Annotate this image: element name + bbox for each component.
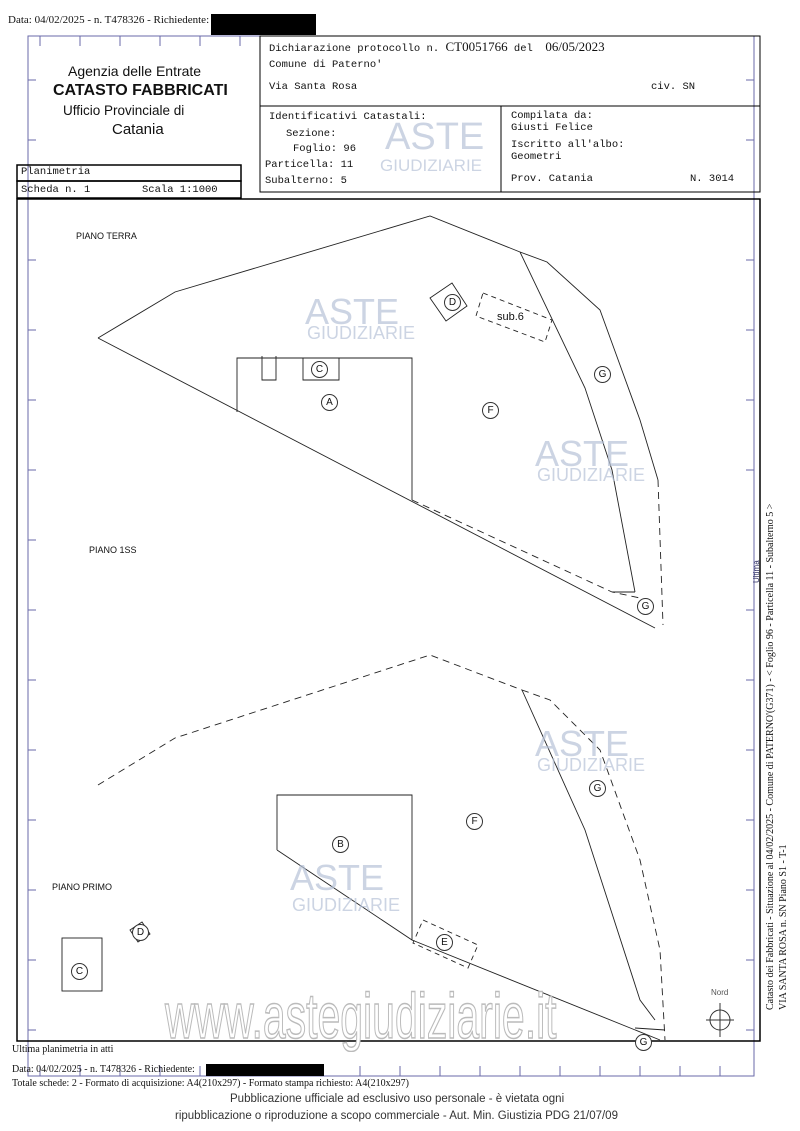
room-label-d-2: D	[132, 924, 149, 941]
watermark-giudiziarie: GIUDIZIARIE	[380, 156, 483, 175]
provincia: Catania	[112, 121, 164, 138]
watermark-aste: ASTE	[385, 116, 485, 158]
room-label-g-4: G	[635, 1034, 652, 1051]
piano-1ss-label: PIANO 1SS	[89, 545, 137, 555]
nord-label: Nord	[711, 988, 729, 997]
scheda: Scheda n. 1	[21, 184, 91, 196]
subalterno: Subalterno: 5	[265, 175, 347, 187]
watermark-site: www.astegiudiziarie.it	[165, 980, 558, 1052]
room-label-d: D	[444, 294, 461, 311]
sezione: Sezione:	[286, 128, 337, 140]
piano-terra-label: PIANO TERRA	[76, 231, 137, 241]
side-info-line1: Catasto dei Fabbricati - Situazione al 0…	[765, 503, 776, 1010]
scala: Scala 1:1000	[142, 184, 218, 196]
dichiarazione-label: Dichiarazione protocollo n. CT0051766 de…	[269, 39, 605, 55]
protocollo-number: CT0051766	[445, 39, 508, 54]
room-label-g-2: G	[637, 598, 654, 615]
watermark-aste-5: ASTE	[290, 857, 385, 898]
publication-notice-2: ripubblicazione o riproduzione a scopo c…	[175, 1110, 618, 1122]
watermark-giudiziarie-2: GIUDIZIARIE	[307, 323, 416, 343]
via: Via Santa Rosa	[269, 81, 358, 93]
side-info-line2: VIA SANTA ROSA n. SN Piano S1 - T-1	[778, 844, 789, 1010]
piano-primo-label: PIANO PRIMO	[52, 882, 113, 892]
iscritto-label: Iscritto all'albo:	[511, 139, 625, 151]
watermark-giudiziarie-4: GIUDIZIARIE	[537, 755, 646, 775]
piano-primo-outline	[61, 654, 666, 1041]
publication-notice-1: Pubblicazione ufficiale ad esclusivo uso…	[230, 1093, 565, 1105]
room-label-b: B	[332, 836, 349, 853]
watermark-aste-2: ASTE	[305, 291, 400, 332]
identificativi-label: Identificativi Catastali:	[269, 111, 427, 123]
compilatore: Giusti Felice	[511, 122, 593, 134]
redacted-name-footer	[206, 1064, 324, 1076]
del-label: del	[513, 43, 533, 55]
footer-date-line: Data: 04/02/2025 - n. T478326 - Richiede…	[12, 1064, 195, 1075]
side-ultima-tag: Ultima	[752, 560, 761, 583]
watermark-giudiziarie-5: GIUDIZIARIE	[292, 895, 401, 915]
watermark-giudiziarie-3: GIUDIZIARIE	[537, 465, 646, 485]
agency-name: Agenzia delle Entrate	[68, 63, 202, 79]
civico: civ. SN	[651, 81, 696, 93]
prov: Prov. Catania	[511, 173, 593, 185]
watermark-aste-4: ASTE	[535, 723, 630, 764]
comune: Comune di Paterno'	[269, 59, 383, 71]
albo: Geometri	[511, 151, 562, 163]
room-label-c-2: C	[71, 963, 88, 980]
particella: Particella: 11	[265, 159, 354, 171]
room-label-c: C	[311, 361, 328, 378]
dichiarazione-text: Dichiarazione protocollo n.	[269, 43, 440, 55]
north-arrow-icon	[706, 1003, 734, 1037]
compilata-label: Compilata da:	[511, 110, 593, 122]
sub6-label: sub.6	[497, 311, 524, 323]
protocollo-date: 06/05/2023	[545, 39, 605, 54]
ultima-planimetria: Ultima planimetria in atti	[12, 1044, 114, 1055]
ufficio: Ufficio Provinciale di	[63, 103, 185, 118]
room-label-e: E	[436, 934, 453, 951]
room-label-g-3: G	[589, 780, 606, 797]
header-boxes	[16, 35, 761, 1042]
room-label-f-2: F	[466, 813, 483, 830]
totale-schede: Totale schede: 2 - Formato di acquisizio…	[12, 1078, 409, 1089]
redacted-name	[211, 14, 316, 35]
planimetria-label: Planimetria	[21, 166, 91, 178]
catasto-title: CATASTO FABBRICATI	[53, 82, 228, 99]
room-label-a: A	[321, 394, 338, 411]
room-label-g: G	[594, 366, 611, 383]
iscrizione-numero: N. 3014	[690, 173, 735, 185]
watermark-aste-3: ASTE	[535, 433, 630, 474]
foglio: Foglio: 96	[293, 143, 357, 155]
header-date-line: Data: 04/02/2025 - n. T478326 - Richiede…	[8, 14, 210, 26]
room-label-f: F	[482, 402, 499, 419]
piano-terra-outline	[97, 215, 664, 629]
